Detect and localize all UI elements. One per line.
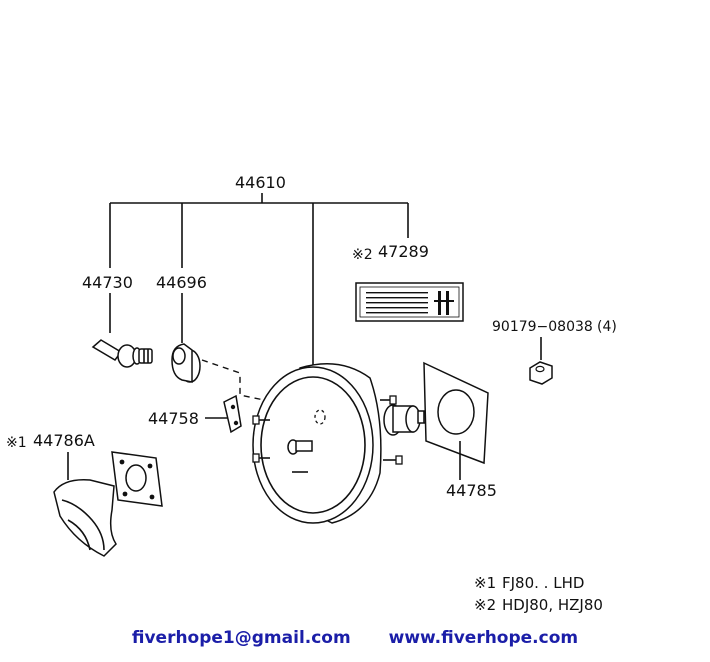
note-1-text: FJ80. . LHD xyxy=(502,574,584,592)
label-44785: 44785 xyxy=(446,481,497,500)
label-47289: 47289 xyxy=(378,242,429,261)
grommet-44696 xyxy=(171,343,201,383)
label-90179-qty: (4) xyxy=(597,319,617,335)
label-47289-mark: ※2 xyxy=(352,247,373,263)
note-2-text: HDJ80, HZJ80 xyxy=(502,596,603,614)
leader-lines-44610 xyxy=(109,193,409,365)
note-2-mark: ※2 xyxy=(474,596,496,614)
footer-contact: fiverhope1@gmail.com www.fiverhope.com xyxy=(0,628,710,648)
label-44758: 44758 xyxy=(148,409,199,428)
footer-website-link[interactable]: www.fiverhope.com xyxy=(388,628,579,648)
label-90179: 90179−08038 xyxy=(492,319,593,335)
label-44610: 44610 xyxy=(235,173,286,192)
caution-label-47289 xyxy=(355,282,464,322)
bracket-44786a xyxy=(53,451,163,557)
gasket-44785 xyxy=(423,361,489,465)
note-1-mark: ※1 xyxy=(474,574,496,592)
label-44786a: 44786A xyxy=(33,431,95,450)
footer-email-link[interactable]: fiverhope1@gmail.com xyxy=(131,628,351,648)
nut-90179-08038 xyxy=(529,361,553,385)
brake-booster-44610 xyxy=(252,363,441,524)
label-44696: 44696 xyxy=(156,273,207,292)
hose-fitting-44730 xyxy=(91,339,153,368)
label-44730: 44730 xyxy=(82,273,133,292)
label-44786a-mark: ※1 xyxy=(6,435,27,451)
clip-44758 xyxy=(223,394,242,434)
